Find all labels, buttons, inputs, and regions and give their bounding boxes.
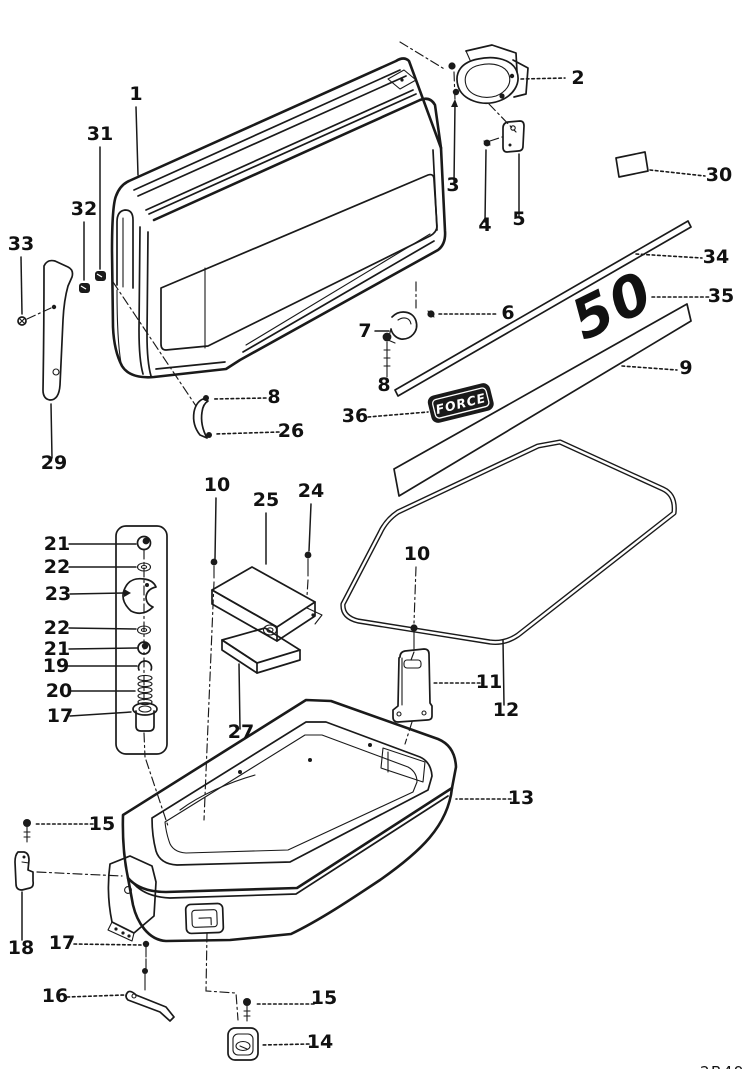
callout-12: 12 <box>493 699 519 721</box>
callout-32: 32 <box>71 198 97 220</box>
cam-23-drawing <box>122 577 157 615</box>
callout-30: 30 <box>706 164 732 186</box>
cowl-front-bracket-drawing <box>107 855 157 942</box>
screw-4-icon <box>483 139 491 147</box>
decal-30-drawing <box>615 151 649 178</box>
screw-15-left-icon <box>23 819 31 843</box>
model-50-decal: 50 <box>562 259 664 353</box>
callout-17-stack: 17 <box>47 705 73 727</box>
screw-10-right-icon <box>410 624 418 650</box>
screw-10-left-icon <box>210 558 218 579</box>
c-ring-19-icon <box>137 660 153 671</box>
callout-33: 33 <box>8 233 34 255</box>
screw-17-bottom-icon <box>142 940 150 958</box>
spring-20-icon <box>137 674 153 706</box>
callout-6: 6 <box>501 302 514 324</box>
callout-17-bottom: 17 <box>49 932 75 954</box>
grommet-17-icon <box>132 702 158 732</box>
side-strip-29-drawing <box>42 259 74 401</box>
callout-10-right: 10 <box>404 543 430 565</box>
callout-35: 35 <box>708 285 734 307</box>
callout-13: 13 <box>508 787 534 809</box>
callout-5: 5 <box>512 208 525 230</box>
callout-9: 9 <box>679 357 692 379</box>
callout-31: 31 <box>87 123 113 145</box>
callout-8-right: 8 <box>377 374 390 396</box>
callout-1: 1 <box>129 83 142 105</box>
fastener-32-icon <box>79 283 90 293</box>
callout-26: 26 <box>278 420 304 442</box>
latch-plate-drawing <box>502 120 525 153</box>
washer-22b-icon <box>136 625 152 635</box>
callout-23: 23 <box>45 583 71 605</box>
callout-22b: 22 <box>44 617 70 639</box>
bottom-cowl-drawing <box>107 698 458 943</box>
callout-2: 2 <box>571 67 584 89</box>
screw-8-right-icon <box>382 332 392 378</box>
callout-11: 11 <box>476 671 502 693</box>
force-brand-decal: FORCE <box>427 383 494 423</box>
assembly-centerlines <box>26 41 517 1021</box>
top-cowl-drawing <box>110 57 447 379</box>
screw-33-icon <box>17 316 27 326</box>
callout-18: 18 <box>8 937 34 959</box>
cowl-seal-gasket-drawing <box>340 439 677 645</box>
callout-3: 3 <box>446 174 459 196</box>
callout-36: 36 <box>342 405 368 427</box>
callout-20: 20 <box>46 680 72 702</box>
pad-27-drawing <box>221 627 301 674</box>
callout-15-bottom: 15 <box>311 987 337 1009</box>
screw-6-icon <box>427 310 435 318</box>
callout-22a: 22 <box>44 556 70 578</box>
page-code: 2B49 <box>700 1063 745 1069</box>
callout-10-left: 10 <box>204 474 230 496</box>
callout-24: 24 <box>298 480 324 502</box>
leader-lines <box>20 77 711 1046</box>
screw-15-bottom-icon <box>243 998 251 1022</box>
latch-assembly-drawing <box>448 44 529 153</box>
callout-14: 14 <box>307 1031 333 1053</box>
hook-7-drawing <box>387 311 418 344</box>
bracket-18-drawing <box>14 851 35 891</box>
callout-19: 19 <box>43 655 69 677</box>
callout-34: 34 <box>703 246 729 268</box>
callout-4: 4 <box>478 214 491 236</box>
callout-8-left: 8 <box>267 386 280 408</box>
callout-29: 29 <box>41 452 67 474</box>
callout-15-left: 15 <box>89 813 115 835</box>
latch-keeper-14-drawing <box>227 1027 259 1061</box>
callout-27: 27 <box>228 721 254 743</box>
latch-hardware-detail-panel <box>115 525 168 755</box>
box-25-drawing <box>211 566 323 642</box>
callout-21b: 21 <box>44 638 70 660</box>
screw-24-icon <box>304 551 312 577</box>
washer-22a-icon <box>136 562 152 572</box>
bracket-26-drawing <box>192 395 212 439</box>
callout-7: 7 <box>358 320 371 342</box>
trim-strip-34-drawing <box>394 220 692 397</box>
callout-labels: 1 31 32 33 29 2 3 4 5 30 34 35 9 6 7 8 8… <box>8 67 734 1053</box>
trim-strip-9-drawing <box>393 303 692 497</box>
bracket-11-drawing <box>392 648 433 723</box>
nut-21a-icon <box>136 535 152 551</box>
lever-16-drawing <box>125 968 175 1022</box>
fastener-31-icon <box>95 271 106 281</box>
cowl-latch-recess-drawing <box>184 902 225 935</box>
callout-21a: 21 <box>44 533 70 555</box>
nut-21b-icon <box>137 641 151 655</box>
callout-16: 16 <box>42 985 68 1007</box>
callout-25: 25 <box>253 489 279 511</box>
